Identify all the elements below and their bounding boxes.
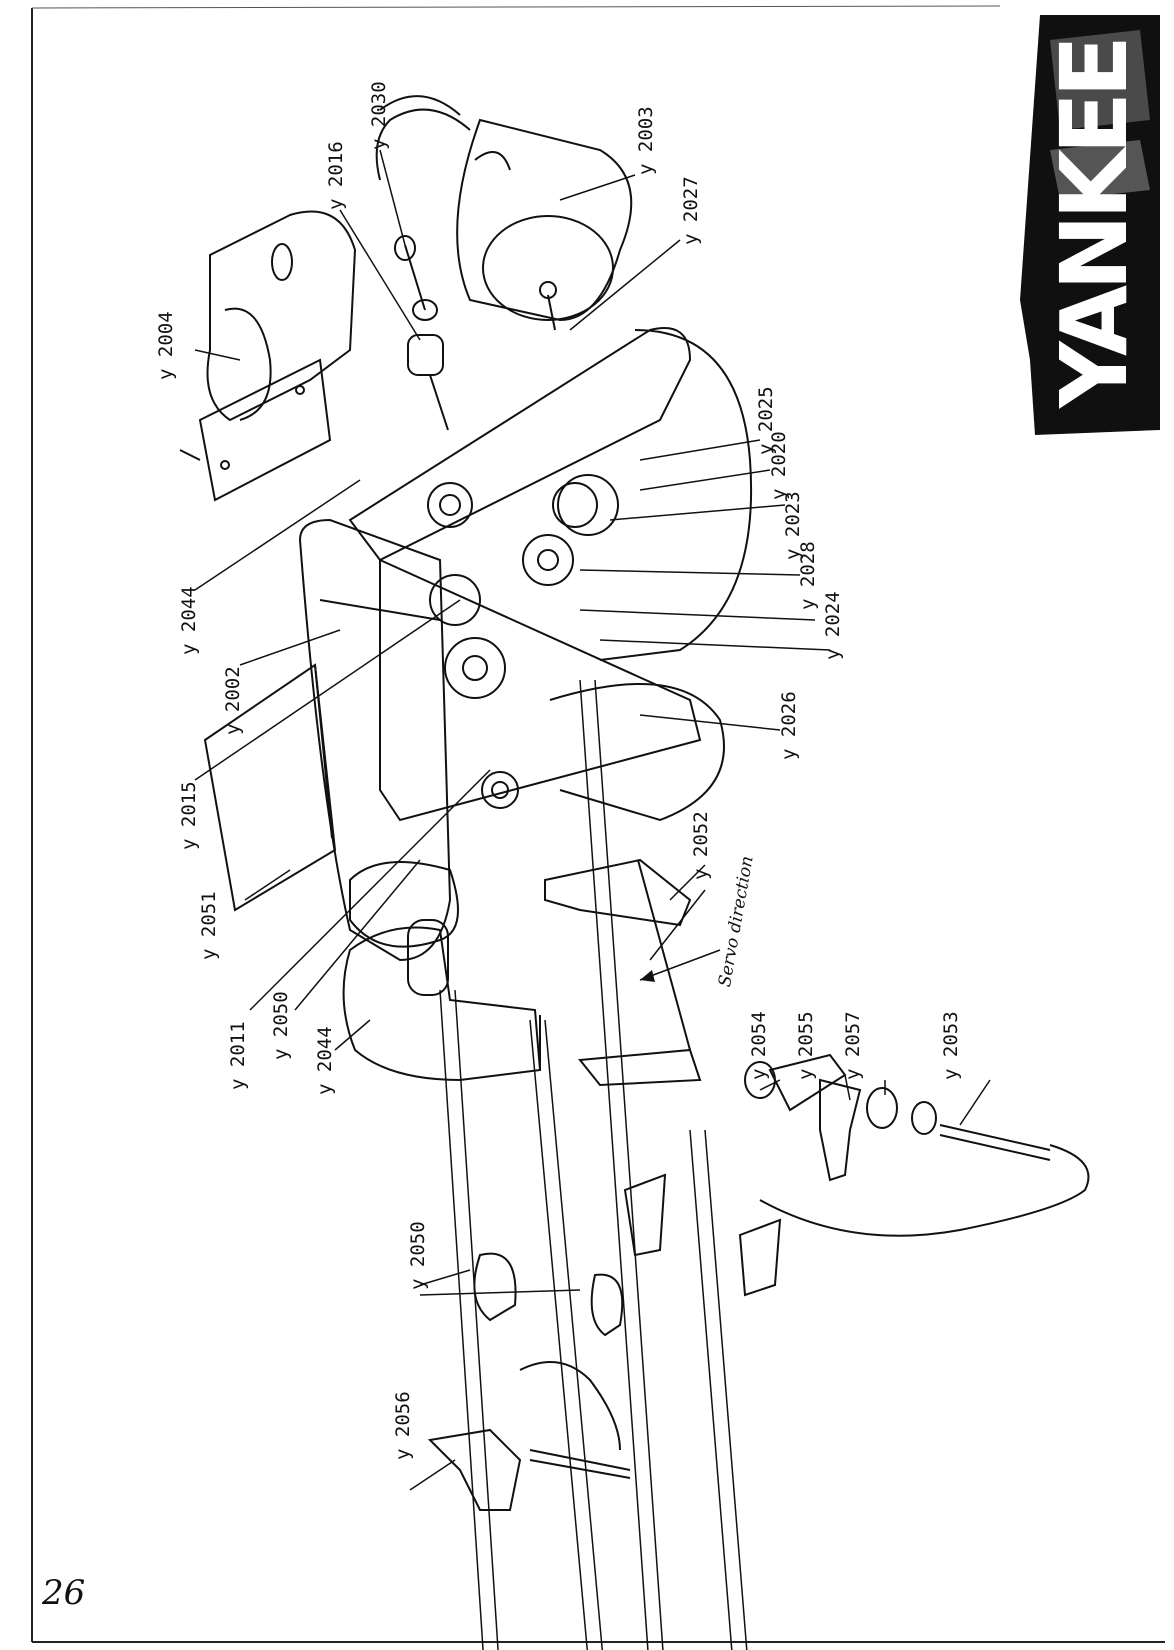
knuckle-drawing (427, 1173, 782, 1511)
label-y2003: y 2003 (635, 106, 657, 175)
label-y2002: y 2002 (222, 666, 244, 735)
servo-direction-arrow (639, 949, 721, 981)
gears-drawing (427, 474, 619, 809)
label-y2026: y 2026 (778, 691, 800, 760)
chassis-plates-drawing (298, 327, 753, 962)
label-y2057: y 2057 (842, 1011, 864, 1080)
label-y2024: y 2024 (822, 591, 844, 660)
label-y2050-bottom: y 2050 (407, 1221, 429, 1290)
battery-plate-drawing (203, 663, 337, 912)
servo-bar-drawing (544, 858, 702, 1087)
label-y2016: y 2016 (325, 141, 347, 210)
label-y2044-top: y 2044 (178, 586, 200, 655)
label-y2055: y 2055 (795, 1011, 817, 1080)
label-y2053: y 2053 (940, 1011, 962, 1080)
yankee-logo (1020, 15, 1160, 435)
label-y2044-bottom: y 2044 (314, 1026, 336, 1095)
label-y2050-mid: y 2050 (270, 991, 292, 1060)
label-y2028: y 2028 (797, 541, 819, 610)
label-y2011: y 2011 (227, 1021, 249, 1090)
motor-drawing (375, 95, 633, 331)
label-y2030: y 2030 (368, 81, 390, 150)
label-y2052: y 2052 (690, 811, 712, 880)
label-y2004: y 2004 (155, 311, 177, 380)
rails-drawing (439, 679, 748, 1650)
servo-drawing (179, 210, 357, 502)
page-number: 26 (42, 1573, 86, 1613)
steering-components-drawing (744, 1053, 1090, 1237)
lower-body-drawing (342, 919, 542, 1082)
frame-top-line (31, 5, 1001, 9)
logo-text: YANKEE (1041, 41, 1148, 409)
leader-lines (194, 149, 991, 1491)
label-y2015: y 2015 (178, 781, 200, 850)
chassis-drawing (179, 95, 1090, 1650)
label-y2056: y 2056 (392, 1391, 414, 1460)
label-y2027: y 2027 (680, 176, 702, 245)
label-y2054: y 2054 (748, 1011, 770, 1080)
label-y2020: y 2020 (768, 431, 790, 500)
label-y2051: y 2051 (198, 891, 220, 960)
drive-shaft-drawing (394, 235, 449, 431)
